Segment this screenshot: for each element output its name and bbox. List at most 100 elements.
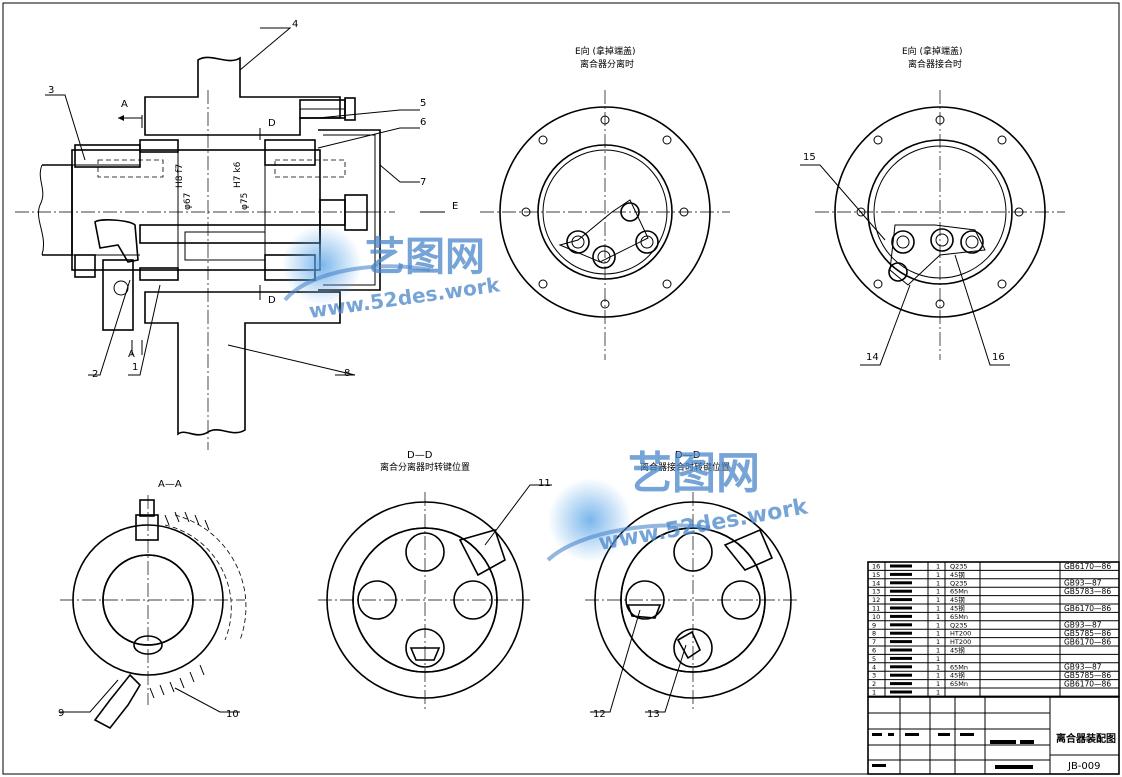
part-label-16: 16 bbox=[992, 352, 1005, 363]
part-label-10: 10 bbox=[226, 709, 239, 720]
part-label-4: 4 bbox=[292, 19, 298, 30]
bom-no: 14 bbox=[872, 579, 880, 587]
part-label-11: 11 bbox=[538, 478, 551, 489]
section-mark-d-top: D bbox=[268, 118, 276, 129]
bom-standard: GB5783—86 bbox=[1064, 587, 1111, 596]
bom-no: 11 bbox=[872, 605, 880, 613]
bom-name-redacted bbox=[890, 598, 912, 602]
part-label-8: 8 bbox=[344, 368, 350, 379]
bom-name-redacted bbox=[890, 656, 912, 660]
bom-material: 65Mn bbox=[950, 613, 968, 621]
e-sep-title: E向 (拿掉端盖) bbox=[575, 45, 636, 57]
watermark-top: 艺图网 www.52des.work bbox=[282, 225, 502, 323]
part-label-6: 6 bbox=[420, 117, 426, 128]
bom-name-redacted bbox=[890, 606, 912, 610]
e-eng-subtitle: 离合器接合时 bbox=[908, 58, 962, 70]
bom-standard: GB6170—86 bbox=[1064, 679, 1111, 688]
bom-no: 9 bbox=[872, 621, 876, 629]
section-mark-e: E bbox=[452, 201, 458, 212]
bom-row: 2 1 65Mn GB6170—86 bbox=[872, 679, 1111, 688]
bom-name-redacted bbox=[890, 623, 912, 627]
bom-standard: GB5785—86 bbox=[1064, 671, 1111, 680]
bom-no: 10 bbox=[872, 613, 880, 621]
part-label-3: 3 bbox=[48, 85, 54, 96]
e-view-engaged: E向 (拿掉端盖) 离合器接合时 15 14 16 bbox=[800, 45, 1065, 366]
bom-name-redacted bbox=[890, 682, 912, 686]
bom-no: 4 bbox=[872, 663, 876, 671]
bom-material: HT200 bbox=[950, 638, 971, 646]
section-mark-d-bottom: D bbox=[268, 295, 276, 306]
bom-qty: 1 bbox=[936, 680, 940, 688]
bom-material: Q235 bbox=[950, 621, 968, 629]
bom-material: Q235 bbox=[950, 563, 968, 571]
dim-d75-fit: H7 k6 bbox=[233, 161, 243, 188]
bom-qty: 1 bbox=[936, 630, 940, 638]
bom-no: 5 bbox=[872, 655, 876, 663]
dim-d67: φ67 bbox=[183, 193, 193, 210]
bom-material: 45钢 bbox=[950, 605, 965, 613]
bom-material: 45钢 bbox=[950, 571, 965, 579]
dd-sep-subtitle: 离合分离器时转键位置 bbox=[380, 461, 470, 473]
aa-title: A—A bbox=[158, 479, 182, 490]
part-label-9: 9 bbox=[58, 708, 64, 719]
bom-material: 65Mn bbox=[950, 680, 968, 688]
watermark-url-bottom: www.52des.work bbox=[597, 494, 811, 556]
bom-row: 16 1 Q235 GB6170—86 bbox=[872, 562, 1111, 571]
bom-name-redacted bbox=[890, 572, 912, 576]
bom-qty: 1 bbox=[936, 613, 940, 621]
part-label-1: 1 bbox=[132, 362, 138, 373]
bom-name-redacted bbox=[890, 581, 912, 585]
bom-standard: GB5785—86 bbox=[1064, 629, 1111, 638]
bom-material: 65Mn bbox=[950, 588, 968, 596]
bom-standard: GB93—87 bbox=[1064, 621, 1102, 630]
bom-standard: GB6170—86 bbox=[1064, 604, 1111, 613]
bom-no: 12 bbox=[872, 596, 880, 604]
part-label-12: 12 bbox=[593, 709, 606, 720]
part-label-7: 7 bbox=[420, 177, 426, 188]
part-label-14: 14 bbox=[866, 352, 879, 363]
bom-qty: 1 bbox=[936, 605, 940, 613]
e-view-separated: E向 (拿掉端盖) 离合器分离时 bbox=[480, 45, 730, 360]
dd-view-engaged: D—D 离合器接合时转键位置 12 13 bbox=[585, 450, 800, 720]
bom-no: 2 bbox=[872, 680, 876, 688]
dim-d75: φ75 bbox=[240, 193, 250, 210]
bom-no: 15 bbox=[872, 571, 880, 579]
aa-section-view: A—A 9 10 bbox=[58, 479, 247, 730]
bom-qty: 1 bbox=[936, 647, 940, 655]
bom-no: 3 bbox=[872, 672, 876, 680]
bom-qty: 1 bbox=[936, 563, 940, 571]
dd-eng-subtitle: 离合器接合时转键位置 bbox=[640, 461, 730, 473]
drawing-number: JB-009 bbox=[1067, 761, 1101, 772]
bom-no: 16 bbox=[872, 563, 880, 571]
e-sep-subtitle: 离合器分离时 bbox=[580, 58, 634, 70]
section-mark-a-bottom: A bbox=[128, 349, 135, 360]
bom-qty: 1 bbox=[936, 689, 940, 697]
bom-material: 45钢 bbox=[950, 672, 965, 680]
bom-standard: GB6170—86 bbox=[1064, 562, 1111, 571]
bom-standard: GB6170—86 bbox=[1064, 637, 1111, 646]
bom-material: Q235 bbox=[950, 579, 968, 587]
bom-material: 45钢 bbox=[950, 596, 965, 604]
section-mark-a-top: A bbox=[121, 99, 128, 110]
bom-name-redacted bbox=[890, 614, 912, 618]
bom-row: 10 1 65Mn bbox=[872, 613, 968, 621]
bom-qty: 1 bbox=[936, 579, 940, 587]
part-label-2: 2 bbox=[92, 369, 98, 380]
dd-eng-title: D—D bbox=[675, 450, 701, 461]
part-label-15: 15 bbox=[803, 152, 816, 163]
bom-standard: GB93—87 bbox=[1064, 663, 1102, 672]
bom-qty: 1 bbox=[936, 663, 940, 671]
bom-qty: 1 bbox=[936, 588, 940, 596]
e-eng-title: E向 (拿掉端盖) bbox=[902, 45, 963, 57]
part-label-13: 13 bbox=[647, 709, 660, 720]
